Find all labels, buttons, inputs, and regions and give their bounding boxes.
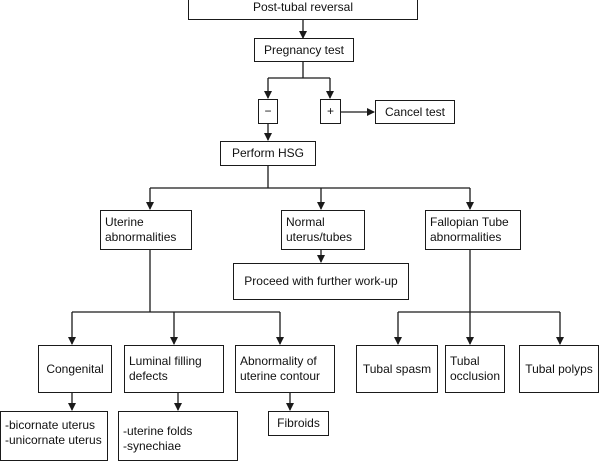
node-fibroids-label: Fibroids xyxy=(277,416,320,430)
occlusion-line-1: Tubal xyxy=(450,354,480,368)
node-tubal-occlusion: Tubal occlusion xyxy=(445,345,505,393)
contour-line-2: uterine contour xyxy=(240,369,321,383)
node-cancel-test: Cancel test xyxy=(375,100,455,124)
node-uterine-abnormalities: Uterine abnormalities xyxy=(100,210,192,250)
node-congenital: Congenital xyxy=(38,345,112,393)
node-perform-hsg: Perform HSG xyxy=(220,141,316,166)
node-tubal-polyps-label: Tubal polyps xyxy=(525,361,593,376)
node-positive-label: + xyxy=(326,104,334,118)
luminal-list-item-1: -uterine folds xyxy=(123,424,193,438)
node-further-workup-label: Proceed with further work-up xyxy=(244,274,398,288)
normal-line-2: uterus/tubes xyxy=(286,230,353,244)
node-cancel-test-label: Cancel test xyxy=(384,104,446,119)
node-normal-uterus-tubes: Normal uterus/tubes xyxy=(281,210,365,250)
uterine-line-2: abnormalities xyxy=(105,230,177,244)
node-tubal-spasm: Tubal spasm xyxy=(356,345,438,393)
node-post-tubal-reversal-label: Post-tubal reversal xyxy=(252,0,354,14)
fallopian-line-1: Fallopian Tube xyxy=(430,215,509,229)
node-congenital-label: Congenital xyxy=(46,361,104,376)
node-negative: − xyxy=(258,99,278,124)
node-congenital-list: -bicornate uterus -unicornate uterus xyxy=(0,411,108,461)
luminal-list-item-2: -synechiae xyxy=(123,439,182,453)
node-uterine-contour: Abnormality of uterine contour xyxy=(235,345,335,393)
congenital-list-item-1: -bicornate uterus xyxy=(5,418,96,432)
node-pregnancy-test: Pregnancy test xyxy=(254,38,354,62)
node-luminal-filling: Luminal filling defects xyxy=(124,345,224,393)
node-post-tubal-reversal: Post-tubal reversal xyxy=(188,0,418,20)
fallopian-line-2: abnormalities xyxy=(430,230,502,244)
node-perform-hsg-label: Perform HSG xyxy=(231,146,304,160)
normal-line-1: Normal xyxy=(286,215,325,229)
uterine-line-1: Uterine xyxy=(105,215,144,229)
node-luminal-list: -uterine folds -synechiae xyxy=(118,411,238,461)
node-fibroids: Fibroids xyxy=(268,411,329,436)
node-negative-label: − xyxy=(264,104,272,118)
contour-line-1: Abnormality of xyxy=(240,354,317,368)
flowchart-connectors xyxy=(68,20,564,411)
node-tubal-spasm-label: Tubal spasm xyxy=(362,361,432,376)
node-fallopian-abnormalities: Fallopian Tube abnormalities xyxy=(425,210,521,250)
luminal-line-1: Luminal filling xyxy=(129,354,202,368)
node-further-workup: Proceed with further work-up xyxy=(233,263,409,300)
luminal-line-2: defects xyxy=(129,369,168,383)
node-pregnancy-test-label: Pregnancy test xyxy=(263,42,345,57)
node-positive: + xyxy=(320,99,341,124)
congenital-list-item-2: -unicornate uterus xyxy=(5,433,102,447)
occlusion-line-2: occlusion xyxy=(450,369,501,383)
node-tubal-polyps: Tubal polyps xyxy=(519,345,599,393)
